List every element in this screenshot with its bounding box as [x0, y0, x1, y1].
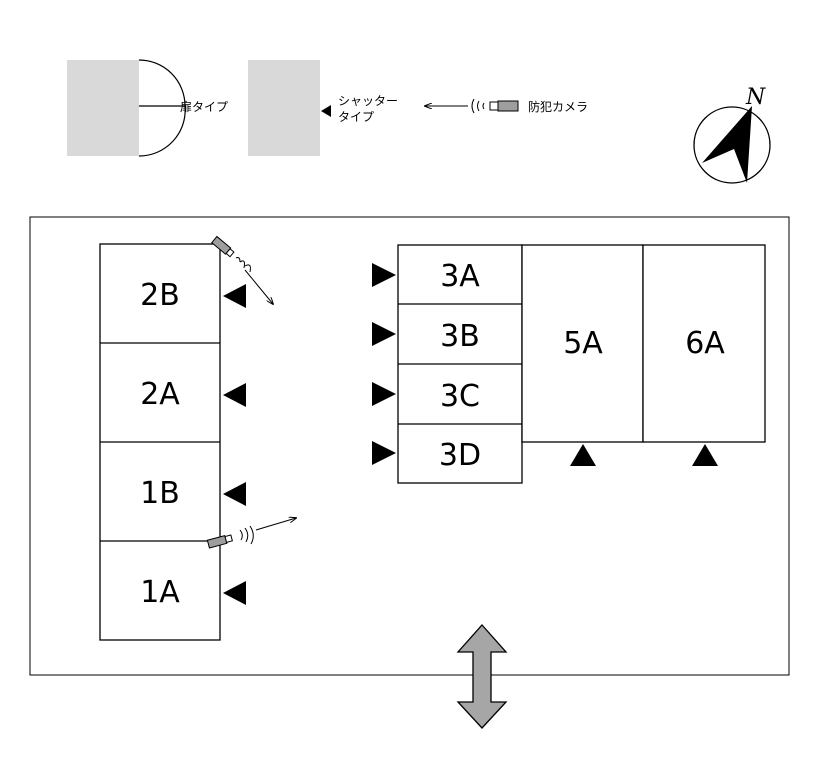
camera-wave-icon [239, 525, 254, 545]
camera-wave-icon [235, 257, 251, 273]
shutter-3B-icon [372, 322, 396, 346]
entrance-double-arrow-icon [456, 624, 508, 729]
right-block-5-6: 5A 6A [521, 244, 766, 466]
shutter-1A-icon [223, 581, 246, 605]
unit-2B-label: 2B [140, 278, 180, 313]
door-type-swatch [67, 60, 139, 156]
shutter-type-label-1: シャッター [338, 94, 398, 108]
shutter-triangle-icon [321, 105, 331, 117]
door-type-legend: 扉タイプ [67, 59, 228, 157]
camera-body-icon [497, 100, 519, 112]
shutter-type-swatch [248, 60, 320, 156]
compass-north-label: N [745, 85, 766, 110]
unit-3B-label: 3B [440, 319, 480, 354]
security-camera-1A [206, 518, 296, 549]
compass: N [693, 85, 771, 184]
camera-direction-arrow [255, 518, 296, 531]
shutter-3C-icon [372, 382, 396, 406]
door-type-label: 扉タイプ [180, 100, 228, 114]
unit-3C-label: 3C [440, 379, 480, 414]
unit-3A-label: 3A [440, 259, 480, 294]
camera-legend: 防犯カメラ [425, 98, 588, 114]
shutter-2A-icon [223, 383, 246, 407]
camera-direction-arrow [244, 269, 273, 304]
unit-3D-label: 3D [439, 438, 481, 473]
security-camera-2B [211, 235, 273, 304]
unit-6A-label: 6A [685, 326, 725, 361]
camera-wave-icon [471, 98, 485, 114]
legend: 扉タイプ シャッター タイプ 防犯カメラ [67, 59, 588, 157]
left-block: 2B 2A 1B 1A [99, 243, 246, 641]
unit-5A [521, 244, 644, 443]
shutter-type-legend: シャッター タイプ [248, 60, 398, 156]
door-swing-icon [138, 59, 186, 157]
compass-needle-icon [702, 106, 752, 183]
shutter-2B-icon [223, 284, 246, 308]
shutter-type-label-2: タイプ [338, 110, 374, 124]
unit-1B-label: 1B [140, 476, 180, 511]
right-block-3: 3A 3B 3C 3D [372, 244, 523, 484]
shutter-3D-icon [372, 441, 396, 465]
shutter-5A-icon [570, 444, 596, 466]
shutter-3A-icon [372, 263, 396, 287]
camera-label: 防犯カメラ [528, 99, 588, 114]
unit-6A [642, 244, 766, 443]
camera-lens-icon [489, 101, 499, 111]
shutter-6A-icon [692, 444, 718, 466]
unit-2A-label: 2A [140, 377, 180, 412]
site-boundary [29, 216, 790, 676]
shutter-1B-icon [223, 482, 246, 506]
unit-5A-label: 5A [563, 326, 603, 361]
unit-1A-label: 1A [140, 575, 180, 610]
